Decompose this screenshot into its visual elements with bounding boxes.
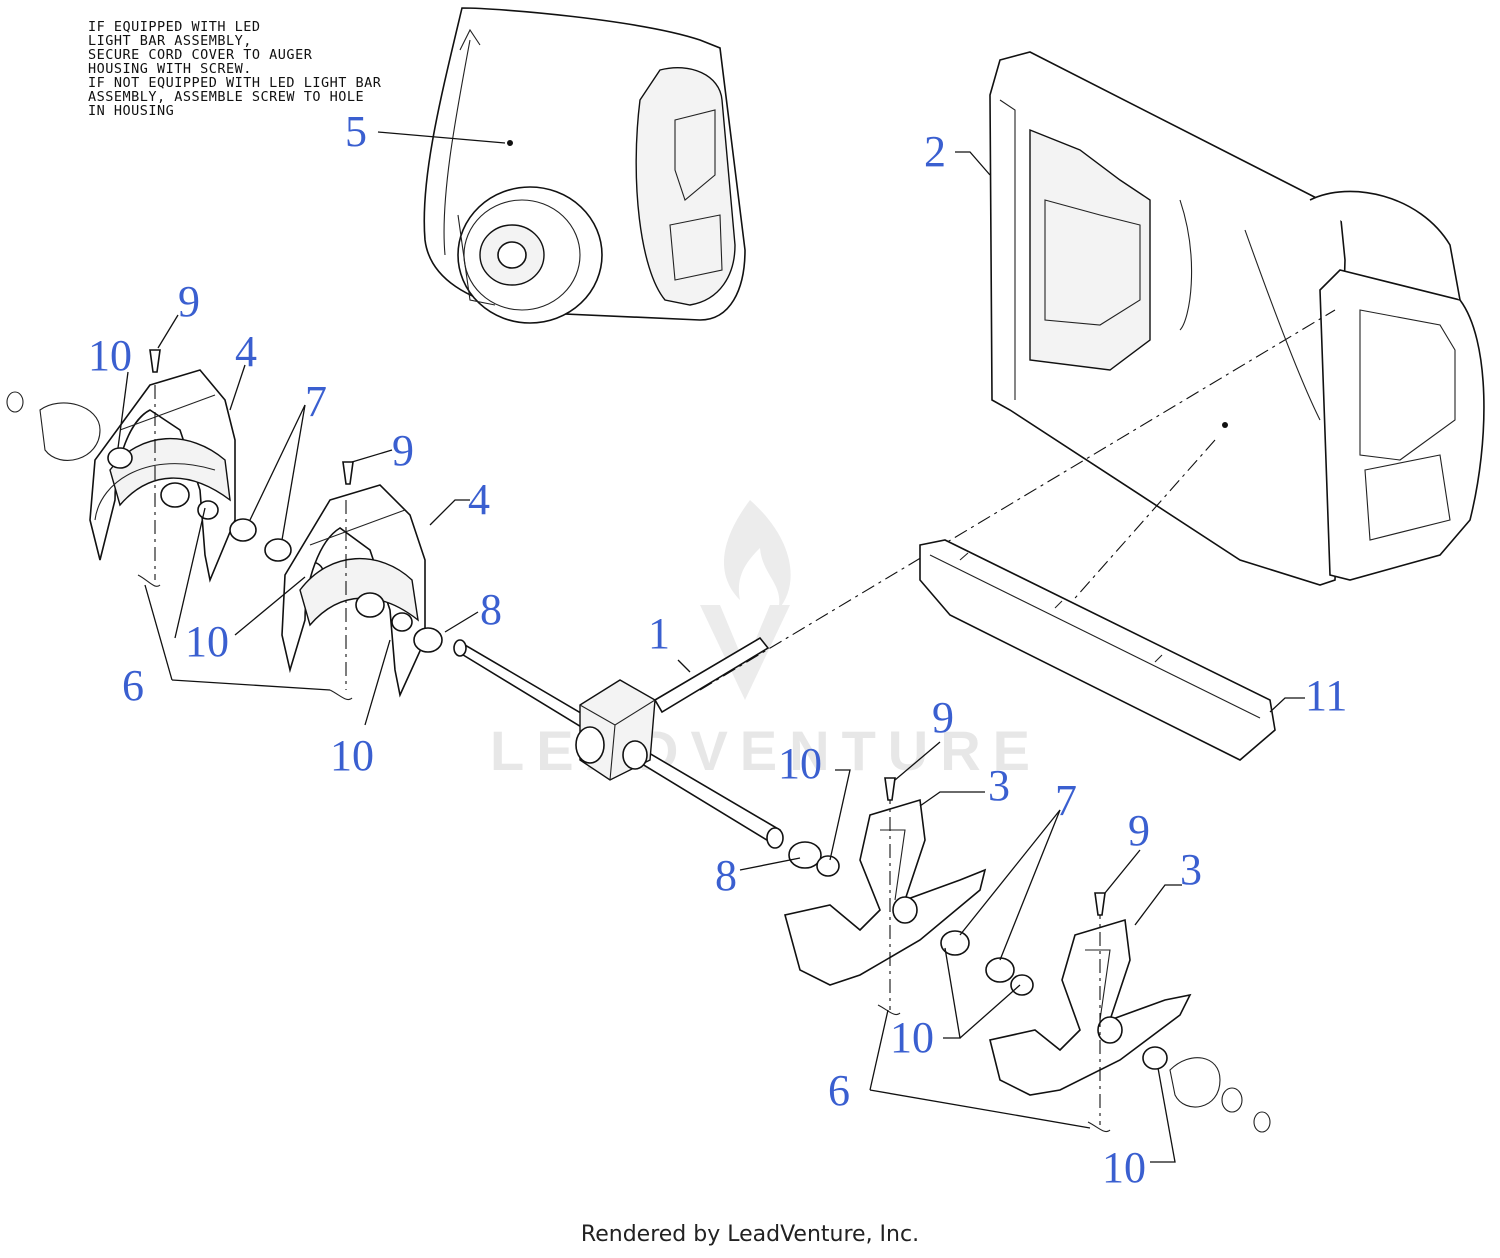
watermark-v-icon xyxy=(700,605,790,700)
watermark-flame-icon xyxy=(723,500,791,610)
auger-housing-frame xyxy=(989,51,1485,586)
leader-lines xyxy=(117,131,1305,1163)
note-line-1: IF EQUIPPED WITH LED xyxy=(88,19,261,35)
callout-4-left-inner: 4 xyxy=(468,475,490,524)
callout-9-right-inner: 9 xyxy=(932,693,954,742)
callout-11: 11 xyxy=(1305,671,1347,720)
callout-3-right-inner: 3 xyxy=(988,761,1010,810)
watermark-text: LEADVENTURE xyxy=(490,719,1042,782)
left-auger-inner xyxy=(281,461,443,701)
footer-credit: Rendered by LeadVenture, Inc. xyxy=(580,1222,920,1247)
callout-5: 5 xyxy=(345,107,367,156)
note-line-7: IN HOUSING xyxy=(88,103,174,119)
callout-1: 1 xyxy=(648,609,670,658)
callout-7-right: 7 xyxy=(1055,776,1077,825)
callout-4-left-outer: 4 xyxy=(235,327,257,376)
callout-6-left: 6 xyxy=(122,661,144,710)
callout-7-left: 7 xyxy=(305,377,327,426)
shaft-axis-line xyxy=(699,309,1336,691)
note-line-6: ASSEMBLY, ASSEMBLE SCREW TO HOLE xyxy=(88,89,364,105)
note-line-5: IF NOT EQUIPPED WITH LED LIGHT BAR xyxy=(88,75,382,91)
left-auger-outer xyxy=(89,369,236,583)
note-line-2: LIGHT BAR ASSEMBLY, xyxy=(88,33,252,49)
callout-8-right: 8 xyxy=(715,851,737,900)
auger-shaft-assembly xyxy=(453,636,784,849)
callout-2: 2 xyxy=(924,127,946,176)
callout-10-left-lower: 10 xyxy=(330,731,374,780)
led-light-bar xyxy=(919,539,1276,761)
right-auger-outer xyxy=(985,892,1271,1133)
bar-mount-axis-line xyxy=(1059,439,1216,616)
callout-10-left-outer: 10 xyxy=(88,331,132,380)
callout-9-left-outer: 9 xyxy=(178,277,200,326)
right-auger-inner xyxy=(784,777,987,1016)
auger-housing-rear xyxy=(423,7,746,324)
callout-numbers: 5 2 9 10 4 7 9 4 10 8 1 6 10 11 9 10 3 7… xyxy=(88,107,1347,1192)
assembly-note: IF EQUIPPED WITH LED LIGHT BAR ASSEMBLY,… xyxy=(88,19,382,119)
callout-8-left: 8 xyxy=(480,585,502,634)
callout-10-right-lower: 10 xyxy=(1102,1143,1146,1192)
callout-9-left-inner: 9 xyxy=(392,426,414,475)
watermark: LEADVENTURE xyxy=(490,500,1042,782)
note-line-4: HOUSING WITH SCREW. xyxy=(88,61,252,77)
note-line-3: SECURE CORD COVER TO AUGER xyxy=(88,47,313,63)
callout-6-right: 6 xyxy=(828,1066,850,1115)
callout-10-left-middle: 10 xyxy=(185,617,229,666)
callout-3-right-outer: 3 xyxy=(1180,845,1202,894)
callout-10-right-upper: 10 xyxy=(778,739,822,788)
callout-9-right-outer: 9 xyxy=(1128,806,1150,855)
callout-10-right-middle: 10 xyxy=(890,1013,934,1062)
